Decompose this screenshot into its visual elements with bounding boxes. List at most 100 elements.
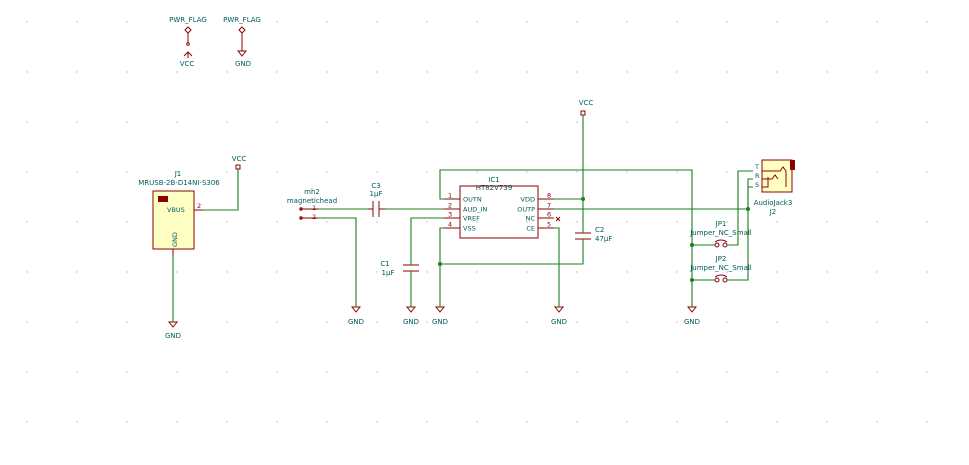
vcc-symbol — [235, 164, 241, 170]
c1-capacitor[interactable]: C1 1µF GND — [380, 260, 419, 326]
j1-usb-connector[interactable]: J1 MRUSB-2B-D14NI-S306 VBUS 2 GND VCC GN… — [138, 155, 246, 340]
j2-audio-jack[interactable]: T R S AudioJack3 J2 — [754, 159, 795, 216]
pwr-flag-vcc[interactable]: PWR_FLAG VCC — [169, 16, 207, 68]
grid-dot — [826, 121, 828, 123]
grid-dot — [726, 421, 728, 423]
grid-dot — [326, 221, 328, 223]
gnd-label: GND — [432, 318, 448, 326]
grid-dot — [26, 221, 28, 223]
c2-capacitor[interactable]: VCC C2 47µF — [575, 99, 612, 243]
jp2-jumper[interactable]: JP2 Jumper_NC_Small GND — [684, 255, 752, 326]
pwr-flag-gnd[interactable]: PWR_FLAG GND — [223, 16, 261, 68]
grid-dot — [526, 271, 528, 273]
grid-dot — [926, 221, 928, 223]
grid-dot — [826, 371, 828, 373]
grid-dot — [476, 221, 478, 223]
grid-dot — [676, 121, 678, 123]
ic1-pin-num: 6 — [547, 211, 551, 219]
grid-dot — [76, 371, 78, 373]
grid-dot — [476, 21, 478, 23]
wire-mh2-gnd[interactable] — [318, 217, 357, 307]
grid-dot — [26, 171, 28, 173]
grid-dot — [726, 71, 728, 73]
gnd-label: GND — [684, 318, 700, 326]
grid-dot — [226, 371, 228, 373]
grid-dot — [76, 321, 78, 323]
jumper-pad — [722, 242, 728, 248]
junction-dot — [690, 278, 694, 282]
grid-dot — [876, 21, 878, 23]
j2-ref: J2 — [769, 208, 777, 216]
ic1-pin-name: OUTN — [463, 196, 482, 204]
grid-dot — [426, 271, 428, 273]
grid-dot — [776, 321, 778, 323]
grid-dot — [626, 71, 628, 73]
grid-dot — [576, 21, 578, 23]
grid-dot — [876, 421, 878, 423]
wire-c2-gnd[interactable] — [440, 239, 584, 265]
j1-pin-vbus: VBUS — [167, 206, 185, 214]
grid-dot — [476, 271, 478, 273]
wire-ce-gnd[interactable] — [554, 227, 560, 307]
wire-vref-c1[interactable] — [410, 217, 444, 265]
gnd-label: GND — [348, 318, 364, 326]
ic1-pin-num: 4 — [448, 221, 452, 229]
mh2-pin1-num: 1 — [312, 204, 316, 212]
grid-dot — [626, 171, 628, 173]
c2-ref: C2 — [595, 226, 604, 234]
jumper-pad — [722, 277, 728, 283]
ic1-pin-num: 1 — [448, 192, 452, 200]
grid-dot — [226, 221, 228, 223]
grid-dot — [26, 271, 28, 273]
grid-dot — [76, 21, 78, 23]
grid-dot — [726, 321, 728, 323]
grid-dot — [626, 221, 628, 223]
grid-dot — [176, 21, 178, 23]
grid-dot — [176, 421, 178, 423]
ic1-pin-num: 8 — [547, 192, 551, 200]
jack-sleeve-icon — [790, 160, 795, 170]
c3-capacitor[interactable]: C3 1µF — [368, 182, 385, 217]
grid-dot — [876, 121, 878, 123]
grid-dot — [26, 21, 28, 23]
gnd-symbol — [434, 306, 446, 313]
sheet-grid — [26, 21, 928, 423]
wire-ring[interactable] — [747, 178, 753, 209]
wire-jp2-sleeve[interactable] — [727, 186, 753, 281]
grid-dot — [776, 121, 778, 123]
wire-outn-loop[interactable] — [439, 169, 693, 307]
grid-dot — [176, 271, 178, 273]
grid-dot — [226, 121, 228, 123]
grid-dot — [576, 121, 578, 123]
wire-jp1-tip[interactable] — [727, 170, 753, 246]
jp1-jumper[interactable]: JP1 Jumper_NC_Small — [689, 220, 752, 248]
ic1-pin-name: AUD_IN — [463, 206, 487, 214]
gnd-symbol — [686, 306, 698, 313]
grid-dot — [76, 171, 78, 173]
grid-dot — [226, 321, 228, 323]
junction-dot — [581, 197, 585, 201]
grid-dot — [776, 221, 778, 223]
wire-vss-gnd[interactable] — [439, 227, 444, 307]
grid-dot — [576, 271, 578, 273]
wire-vbus-vcc[interactable] — [203, 169, 239, 211]
grid-dot — [676, 71, 678, 73]
vcc-arrow — [183, 51, 193, 57]
c1-value: 1µF — [382, 269, 395, 277]
grid-dot — [926, 271, 928, 273]
grid-dot — [676, 321, 678, 323]
grid-dot — [426, 221, 428, 223]
grid-dot — [226, 21, 228, 23]
grid-dot — [526, 321, 528, 323]
jp1-ref: JP1 — [715, 220, 727, 228]
grid-dot — [276, 221, 278, 223]
no-connect-icon — [555, 216, 561, 222]
ic1-pin-name: VDD — [521, 196, 535, 204]
grid-dot — [876, 221, 878, 223]
grid-dot — [76, 421, 78, 423]
gnd-symbol — [405, 306, 417, 313]
grid-dot — [676, 371, 678, 373]
